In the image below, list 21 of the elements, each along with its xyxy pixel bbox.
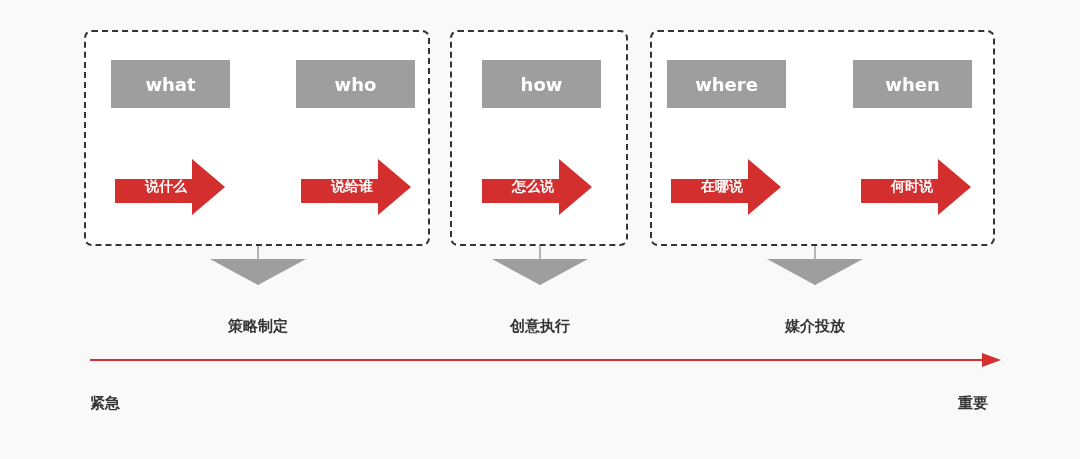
chevron-arrow bbox=[210, 245, 306, 286]
keyword-box: what bbox=[111, 60, 230, 108]
keyword-box: who bbox=[296, 60, 415, 108]
dashed-group-box bbox=[84, 30, 430, 246]
dashed-group-box bbox=[650, 30, 995, 246]
stage-label: 创意执行 bbox=[494, 285, 586, 336]
arrow-label-shape: 说给谁 bbox=[301, 159, 411, 215]
arrow-label-shape: 说什么 bbox=[115, 159, 225, 215]
arrow-label-shape: 在哪说 bbox=[671, 159, 781, 215]
chevron-arrow bbox=[767, 245, 863, 286]
axis-end-label: 重要 bbox=[958, 394, 988, 413]
arrow-label-shape: 怎么说 bbox=[482, 159, 592, 215]
chevron-arrow bbox=[492, 245, 588, 286]
axis-end-label: 紧急 bbox=[90, 394, 120, 413]
keyword-box: how bbox=[482, 60, 601, 108]
keyword-box: where bbox=[667, 60, 786, 108]
stage-label: 策略制定 bbox=[212, 285, 304, 336]
keyword-box: when bbox=[853, 60, 972, 108]
stage-label: 媒介投放 bbox=[769, 285, 861, 336]
arrow-label-shape: 何时说 bbox=[861, 159, 971, 215]
dashed-group-box bbox=[450, 30, 628, 246]
